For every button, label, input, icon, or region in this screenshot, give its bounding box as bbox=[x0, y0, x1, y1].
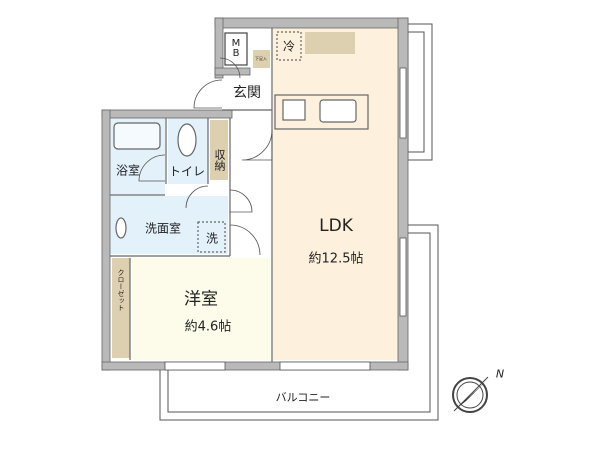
washroom-name: 洗面室 bbox=[144, 221, 182, 236]
mb-label: MB bbox=[231, 38, 241, 59]
storage-name: 収納 bbox=[213, 149, 226, 171]
walls bbox=[101, 17, 409, 371]
bath-name: 浴室 bbox=[115, 163, 141, 178]
ldk-name: LDK bbox=[319, 216, 353, 236]
ldk-floor bbox=[273, 28, 399, 360]
balcony bbox=[159, 23, 439, 421]
washroom-floor bbox=[110, 196, 228, 254]
western-name: 洋室 bbox=[184, 289, 218, 310]
shoe-label: 下足入 bbox=[255, 56, 267, 61]
shoe-box bbox=[253, 50, 270, 68]
fridge-label: 冷 bbox=[282, 39, 296, 54]
closet-floor bbox=[112, 258, 130, 358]
ldk-size: 約12.5帖 bbox=[308, 251, 364, 267]
partitions bbox=[110, 28, 369, 362]
western-size: 約4.6帖 bbox=[184, 319, 232, 335]
western-floor bbox=[132, 258, 270, 360]
windows bbox=[164, 67, 407, 371]
compass-icon bbox=[452, 376, 489, 413]
compass-north-label: N bbox=[495, 367, 505, 381]
washer-label: 洗 bbox=[205, 231, 219, 246]
kitchen-counter-top bbox=[305, 32, 355, 54]
toilet-name: トイレ bbox=[168, 164, 206, 179]
balcony-label: バルコニー bbox=[275, 391, 331, 404]
closet-name: クローゼット bbox=[117, 269, 125, 311]
storage-floor bbox=[210, 120, 228, 180]
entrance-name: 玄関 bbox=[233, 85, 261, 101]
doors bbox=[138, 57, 273, 256]
